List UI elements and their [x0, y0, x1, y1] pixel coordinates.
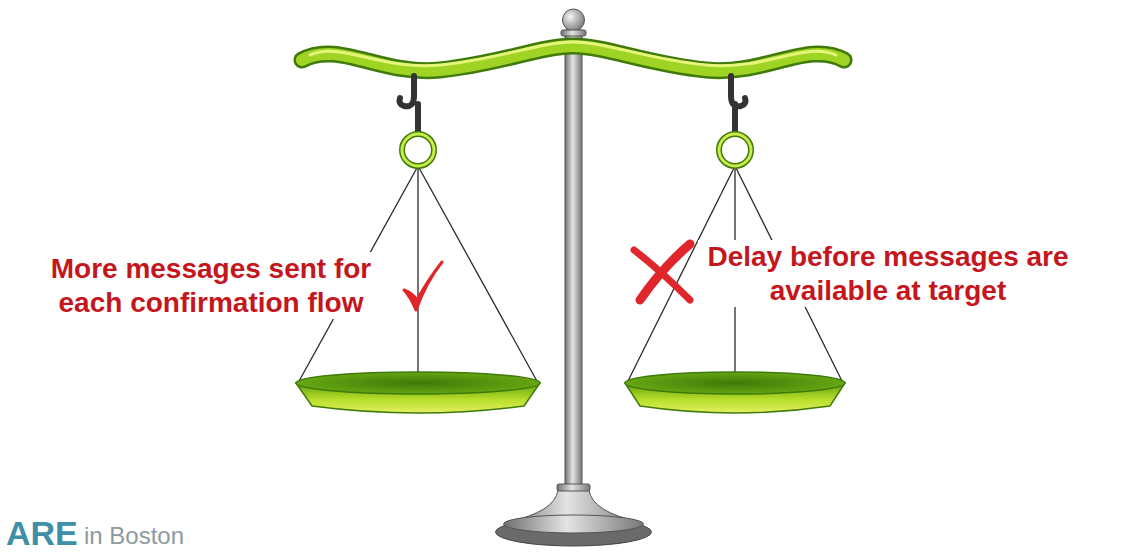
pole-knob	[563, 9, 585, 31]
pole-collar	[561, 30, 586, 36]
scale-beam	[302, 42, 844, 71]
logo-word: ARE	[6, 516, 78, 550]
pro-label: More messages sent for each confirmation…	[22, 252, 400, 319]
scale-pans	[296, 372, 845, 413]
logo-place: in Boston	[84, 524, 184, 548]
pan-rings	[402, 134, 751, 166]
scale-base	[496, 484, 652, 546]
pan-hooks	[400, 76, 746, 134]
check-mark	[404, 262, 442, 310]
scale-pole	[565, 30, 582, 500]
con-label: Delay before messages are available at t…	[698, 240, 1078, 307]
cross-mark	[634, 244, 690, 300]
